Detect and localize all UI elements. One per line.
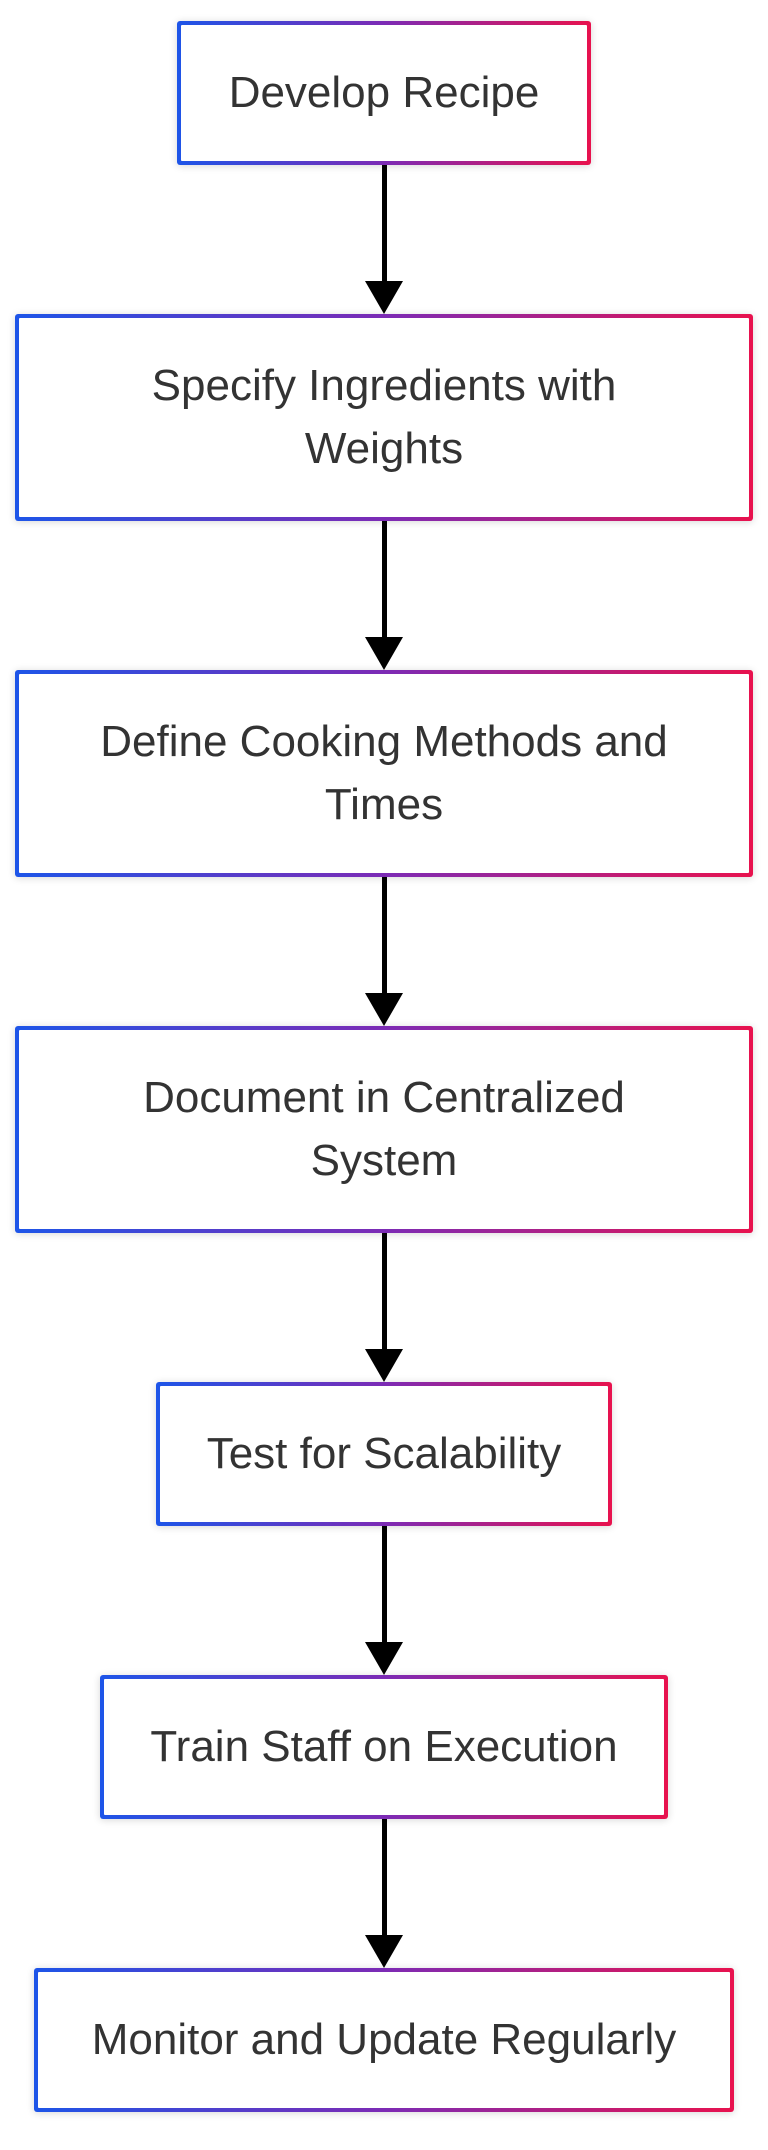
flowchart-node-train-staff: Train Staff on Execution — [100, 1675, 668, 1819]
node-label: Document in Centralized System — [143, 1072, 625, 1185]
arrow-stem — [381, 1233, 387, 1349]
arrow-stem — [381, 1526, 387, 1642]
arrowhead-down-icon — [365, 637, 403, 670]
flow-arrow-2 — [365, 521, 403, 670]
node-box: Train Staff on Execution — [104, 1679, 664, 1815]
node-label: Monitor and Update Regularly — [91, 2014, 677, 2064]
node-box: Monitor and Update Regularly — [38, 1972, 730, 2108]
arrow-stem — [381, 521, 387, 637]
arrowhead-down-icon — [365, 1935, 403, 1968]
node-box: Test for Scalability — [160, 1386, 608, 1522]
flow-arrow-5 — [365, 1526, 403, 1675]
node-label: Test for Scalability — [206, 1428, 562, 1478]
flowchart-node-define-cooking-methods: Define Cooking Methods and Times — [15, 670, 753, 877]
arrow-stem — [381, 165, 387, 281]
node-box: Specify Ingredients with Weights — [19, 318, 749, 517]
arrow-stem — [381, 877, 387, 993]
flowchart-node-specify-ingredients: Specify Ingredients with Weights — [15, 314, 753, 521]
flow-arrow-6 — [365, 1819, 403, 1968]
arrowhead-down-icon — [365, 1642, 403, 1675]
node-box: Develop Recipe — [181, 25, 587, 161]
flowchart-node-monitor-update: Monitor and Update Regularly — [34, 1968, 734, 2112]
node-box: Document in Centralized System — [19, 1030, 749, 1229]
arrowhead-down-icon — [365, 993, 403, 1026]
node-label: Define Cooking Methods and Times — [100, 716, 668, 829]
flow-arrow-3 — [365, 877, 403, 1026]
arrow-stem — [381, 1819, 387, 1935]
flowchart-node-develop-recipe: Develop Recipe — [177, 21, 591, 165]
flowchart-node-test-scalability: Test for Scalability — [156, 1382, 612, 1526]
node-label: Train Staff on Execution — [150, 1721, 618, 1771]
arrowhead-down-icon — [365, 281, 403, 314]
flow-arrow-1 — [365, 165, 403, 314]
flow-arrow-4 — [365, 1233, 403, 1382]
flowchart-node-document-centralized-system: Document in Centralized System — [15, 1026, 753, 1233]
node-label: Develop Recipe — [228, 67, 540, 117]
node-box: Define Cooking Methods and Times — [19, 674, 749, 873]
arrowhead-down-icon — [365, 1349, 403, 1382]
node-label: Specify Ingredients with Weights — [151, 360, 617, 473]
